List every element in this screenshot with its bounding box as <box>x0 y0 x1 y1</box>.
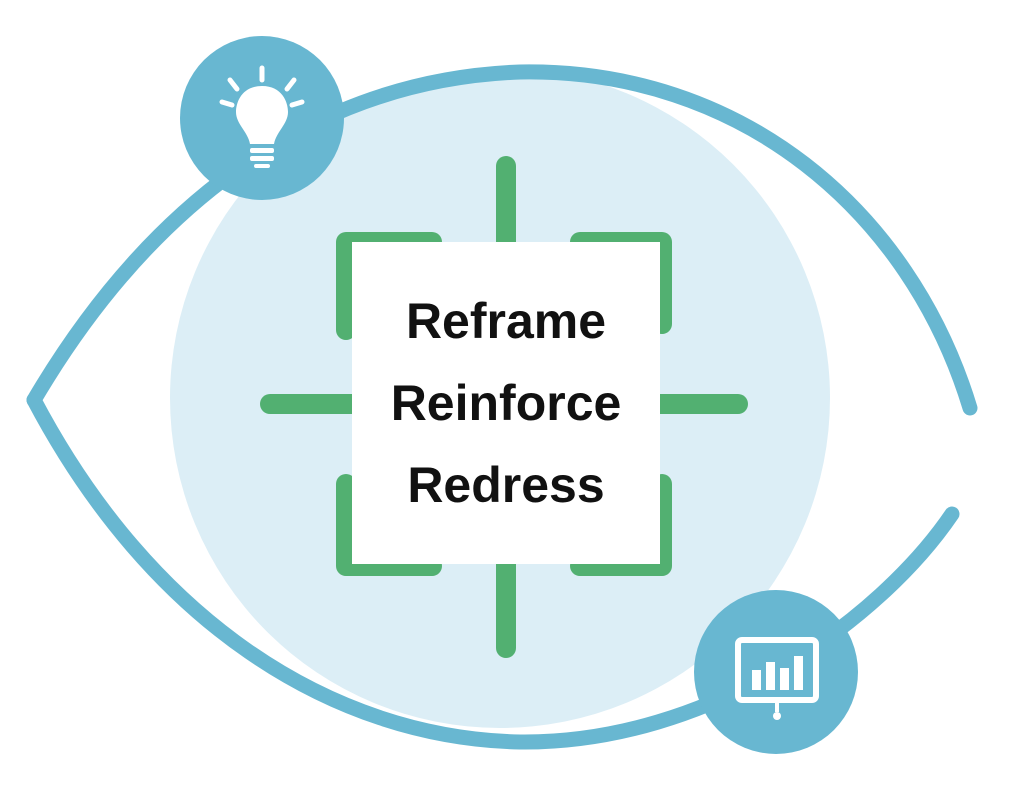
bracket-bottom-right <box>570 474 672 576</box>
word-reframe: Reframe <box>405 293 607 349</box>
lightbulb-icon <box>219 65 305 168</box>
target-brackets <box>260 156 748 658</box>
center-text-box: Reframe Reinforce Redress <box>352 242 660 564</box>
lightbulb-badge <box>180 36 344 200</box>
word-redress: Redress <box>407 457 605 513</box>
presentation-chart-icon <box>735 637 819 720</box>
eye-outline-lower <box>26 392 960 750</box>
word-reinforce: Reinforce <box>390 375 622 431</box>
eye-outline-upper <box>26 64 978 416</box>
presentation-badge <box>694 590 858 754</box>
bracket-bottom-left <box>336 474 442 576</box>
